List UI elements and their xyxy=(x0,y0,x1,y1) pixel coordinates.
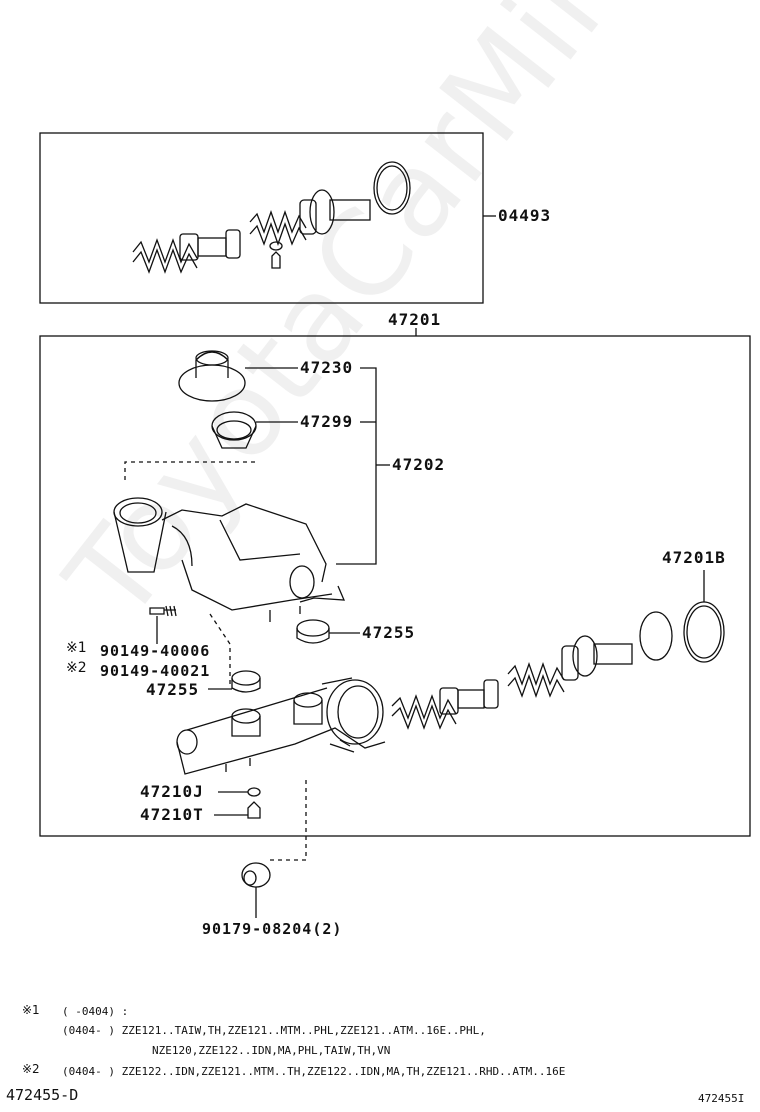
reservoir-screw xyxy=(149,605,177,617)
reservoir-cap xyxy=(178,350,246,402)
note-2-line-1: (0404- ) ZZE122..IDN,ZZE121..MTM..TH,ZZE… xyxy=(62,1065,566,1078)
plug xyxy=(247,801,261,819)
label-47299: 47299 xyxy=(300,412,354,431)
label-90149-40006: 90149-40006 xyxy=(100,642,211,660)
reservoir-strainer xyxy=(211,411,257,449)
o-ring xyxy=(639,611,673,661)
label-47255-upper: 47255 xyxy=(362,623,416,642)
reservoir-tank xyxy=(113,497,346,622)
label-47201b: 47201B xyxy=(662,548,726,567)
note-1-line-3: NZE120,ZZE122..IDN,MA,PHL,TAIW,TH,VN xyxy=(152,1044,391,1057)
label-47210t: 47210T xyxy=(140,805,204,824)
reservoir-gasket xyxy=(683,601,725,663)
mark-2: ※2 xyxy=(66,660,87,676)
mark-1: ※1 xyxy=(66,640,87,656)
footer-code-right: 472455I xyxy=(698,1092,745,1105)
note-1-line-2: (0404- ) ZZE121..TAIW,TH,ZZE121..MTM..PH… xyxy=(62,1024,486,1037)
master-cylinder-pistons xyxy=(391,635,633,730)
label-47210j: 47210J xyxy=(140,782,204,801)
washer xyxy=(247,787,261,797)
note-1-mark: ※1 xyxy=(22,1003,40,1017)
footer-code-left: 472455-D xyxy=(6,1086,79,1104)
note-2-mark: ※2 xyxy=(22,1062,40,1076)
kit-box-frame xyxy=(39,132,484,304)
note-1-line-1: ( -0404) : xyxy=(62,1005,129,1018)
kit-piston-set xyxy=(132,161,411,274)
mounting-nut xyxy=(241,862,271,888)
grommet-lower xyxy=(231,670,261,693)
label-47202: 47202 xyxy=(392,455,446,474)
assembly-box-frame xyxy=(39,335,751,837)
label-04493: 04493 xyxy=(498,206,552,225)
grommet-upper xyxy=(296,619,330,644)
label-47255-lower: 47255 xyxy=(146,680,200,699)
master-cylinder-body xyxy=(176,677,386,775)
label-90179-08204: 90179-08204(2) xyxy=(202,920,343,938)
label-47230: 47230 xyxy=(300,358,354,377)
label-90149-40021: 90149-40021 xyxy=(100,662,211,680)
label-47201: 47201 xyxy=(388,310,442,329)
